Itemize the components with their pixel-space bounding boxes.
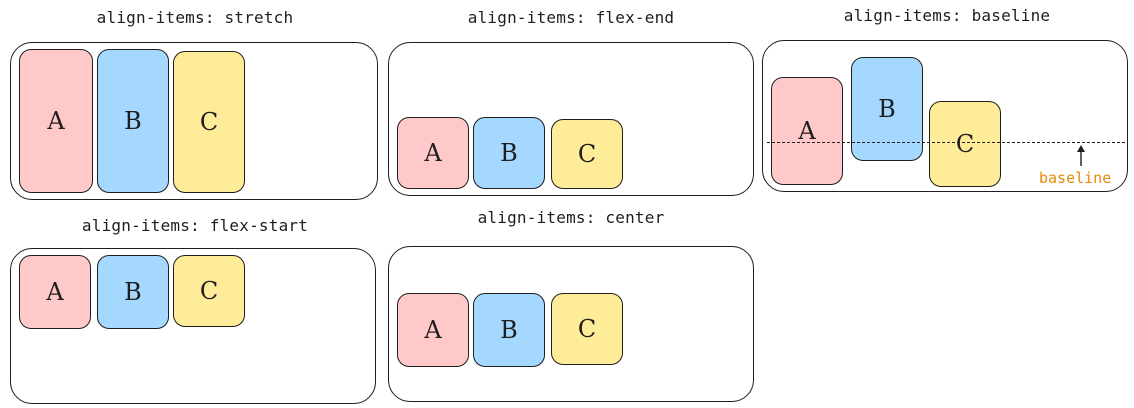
panel-title-flex-start: align-items: flex-start	[81, 216, 309, 235]
box-a: A	[19, 49, 93, 193]
box-c: C	[929, 101, 1001, 187]
box-a: A	[19, 255, 91, 329]
box-b: B	[97, 49, 169, 193]
arrow-up-icon	[1077, 145, 1085, 166]
box-a: A	[771, 77, 843, 185]
box-b: B	[473, 117, 545, 189]
panel-flex-end: A B C	[388, 42, 754, 196]
box-a: A	[397, 117, 469, 189]
panel-stretch: A B C	[10, 42, 378, 200]
box-b: B	[97, 255, 169, 329]
panel-baseline: A B C baseline	[762, 40, 1128, 192]
box-b: B	[851, 57, 923, 161]
box-b: B	[473, 293, 545, 367]
panel-flex-start: A B C	[10, 248, 376, 404]
baseline-dashed-line	[767, 142, 1125, 143]
panel-center: A B C	[388, 246, 754, 402]
baseline-label: baseline	[1039, 169, 1112, 187]
panel-title-flex-end: align-items: flex-end	[467, 8, 675, 27]
panel-title-stretch: align-items: stretch	[96, 8, 294, 27]
panel-title-center: align-items: center	[477, 208, 665, 227]
box-c: C	[173, 255, 245, 327]
box-c: C	[551, 293, 623, 365]
box-c: C	[173, 51, 245, 193]
box-c: C	[551, 119, 623, 189]
box-a: A	[397, 293, 469, 367]
panel-title-baseline: align-items: baseline	[843, 6, 1051, 25]
